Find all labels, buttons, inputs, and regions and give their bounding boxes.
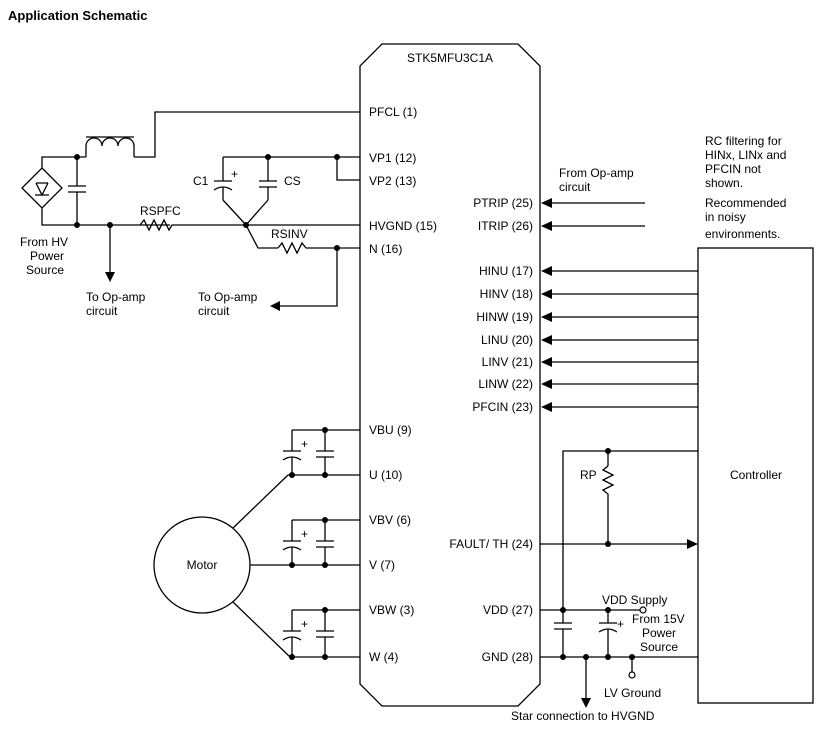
rspfc-label: RSPFC (140, 204, 181, 218)
ic-name: STK5MFU3C1A (407, 51, 493, 65)
pin-label-n: N (16) (369, 242, 402, 256)
pin-label-ptrip: PTRIP (25) (473, 196, 533, 210)
rp-resistor (601, 465, 615, 544)
rc-note-line-5: Recommended (705, 196, 786, 210)
to-opamp-2-line-1: To Op-amp (198, 290, 258, 304)
rc-note-line-3: PFCIN not (705, 162, 762, 176)
fault-vdd-gnd-section (540, 448, 698, 708)
cs-label: CS (284, 174, 301, 188)
vdd-cap-plus: + (617, 617, 624, 631)
bootstrap-caps-w (282, 607, 360, 660)
pin-label-linw: LINW (22) (478, 377, 533, 391)
pin-label-u: U (10) (369, 468, 402, 482)
pin-label-pfcl: PFCL (1) (369, 105, 417, 119)
from-15v-line-3: Source (640, 640, 678, 654)
vdd-supply-label: VDD Supply (602, 593, 667, 607)
pin-label-itrip: ITRIP (26) (478, 219, 533, 233)
ic-body (359, 43, 541, 707)
rp-label: RP (580, 468, 597, 482)
pin-label-hvgnd: HVGND (15) (369, 219, 437, 233)
pin-label-hinw: HINW (19) (476, 310, 533, 324)
cap-plus-v: + (301, 527, 308, 541)
pin-label-vp1: VP1 (12) (369, 151, 416, 165)
rc-note-line-7: environments. (705, 227, 780, 241)
bootstrap-caps-u (282, 427, 360, 478)
pin-label-pfcin: PFCIN (23) (472, 400, 533, 414)
schematic-title: Application Schematic (8, 8, 147, 23)
pin-label-vbu: VBU (9) (369, 423, 412, 437)
motor-section (153, 474, 360, 658)
from-hv-line-1: From HV (20, 235, 68, 249)
bootstrap-caps-v (282, 517, 360, 568)
pfc-inductor (85, 137, 135, 157)
rsinv-resistor (277, 241, 360, 255)
bridge-rectifier (21, 167, 63, 209)
rspfc-resistor (139, 218, 246, 232)
rc-note-line-1: RC filtering for (705, 134, 782, 148)
pin-label-w: W (4) (369, 650, 398, 664)
pin-label-vbv: VBV (6) (369, 513, 411, 527)
pin-label-linv: LINV (21) (482, 355, 533, 369)
c1-label: C1 (193, 174, 209, 188)
pin-label-vdd: VDD (27) (483, 603, 533, 617)
control-signal-lines (541, 266, 698, 412)
pin-label-fault: FAULT/ TH (24) (449, 537, 533, 551)
rc-note-line-6: in noisy (705, 210, 746, 224)
controller-block (697, 247, 814, 704)
to-opamp-1-line-1: To Op-amp (86, 290, 146, 304)
pin-label-hinu: HINU (17) (479, 264, 533, 278)
to-opamp-2-line-2: circuit (198, 304, 230, 318)
pin-label-gnd: GND (28) (482, 650, 533, 664)
from-opamp-line-2: circuit (559, 180, 591, 194)
motor-label: Motor (187, 558, 218, 572)
pin-label-v: V (7) (369, 558, 395, 572)
controller-label: Controller (730, 468, 782, 482)
pin-label-hinv: HINV (18) (480, 287, 533, 301)
from-hv-line-2: Power (30, 249, 64, 263)
rc-note-line-4: shown. (705, 176, 743, 190)
rsinv-label: RSINV (271, 227, 308, 241)
pin-label-vp2: VP2 (13) (369, 174, 416, 188)
pfc-input-section (21, 111, 360, 282)
from-15v-line-1: From 15V (632, 612, 685, 626)
from-hv-line-3: Source (26, 263, 64, 277)
to-opamp-1-line-2: circuit (86, 304, 118, 318)
rc-note-line-2: HINx, LINx and (705, 148, 786, 162)
star-connection-label: Star connection to HVGND (511, 709, 655, 723)
pin-label-linu: LINU (20) (481, 333, 533, 347)
cap-plus-w: + (301, 617, 308, 631)
trip-inputs (541, 198, 645, 231)
c1-plus: + (231, 167, 238, 181)
from-opamp-line-1: From Op-amp (559, 166, 634, 180)
cap-plus-u: + (301, 437, 308, 451)
lv-ground-label: LV Ground (604, 686, 661, 700)
vp-capacitor-section (213, 154, 360, 311)
pin-label-vbw: VBW (3) (369, 603, 414, 617)
from-15v-line-2: Power (642, 626, 676, 640)
